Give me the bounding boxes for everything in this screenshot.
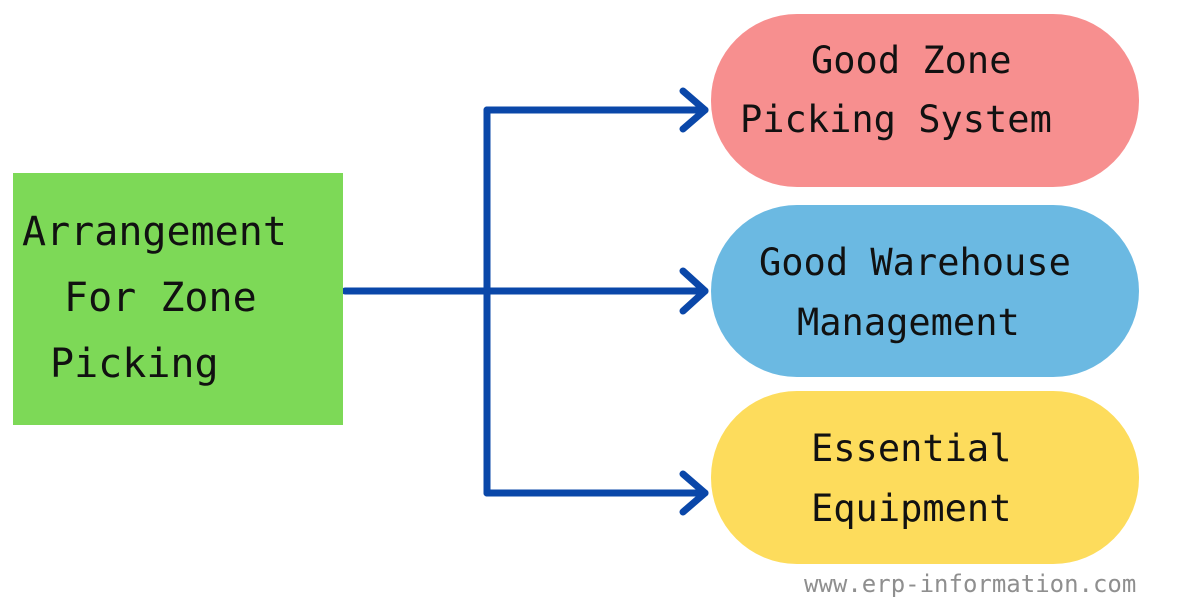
target-1-label-line-2: Picking System <box>740 98 1052 141</box>
target-node-warehouse-management <box>711 205 1139 377</box>
target-3-label-line-2: Equipment <box>811 487 1012 530</box>
watermark-url: www.erp-information.com <box>804 570 1137 598</box>
target-node-zone-picking-system <box>711 14 1139 187</box>
target-3-label-line-1: Essential <box>811 427 1012 470</box>
main-arrowhead <box>679 267 709 315</box>
source-label-line-1: Arrangement <box>22 209 287 255</box>
target-2-label-line-1: Good Warehouse <box>759 241 1071 284</box>
target-node-essential-equipment <box>711 391 1139 564</box>
top-arrowhead <box>679 87 709 133</box>
source-label-line-3: Picking <box>50 341 219 387</box>
bottom-arrowhead <box>679 470 709 516</box>
target-1-label-line-1: Good Zone <box>811 39 1012 82</box>
source-node <box>13 173 343 425</box>
target-2-label-line-2: Management <box>797 301 1020 344</box>
source-label-line-2: For Zone <box>64 275 257 321</box>
